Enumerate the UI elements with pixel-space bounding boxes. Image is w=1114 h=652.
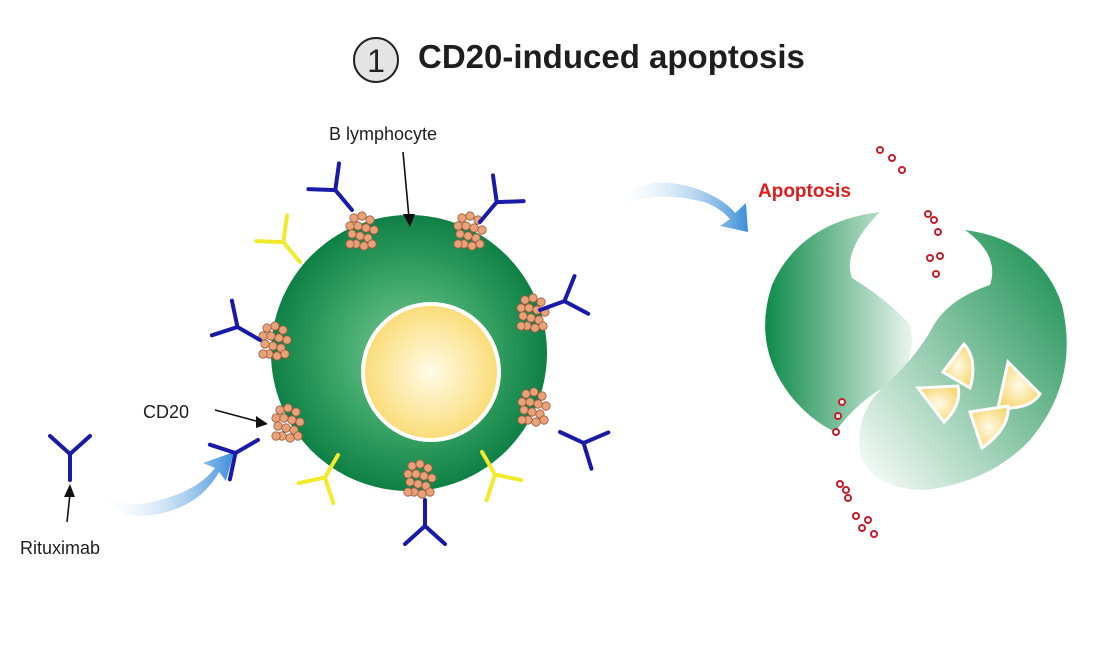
debris-particle — [870, 530, 878, 538]
other-antibody — [254, 213, 302, 264]
cd20-label: CD20 — [143, 402, 189, 422]
cd20-cluster — [258, 321, 292, 361]
cd20-pointer-head — [256, 416, 268, 428]
apoptotic-cell — [765, 212, 1067, 490]
debris-particle — [852, 512, 860, 520]
apoptosis-label: Apoptosis — [758, 181, 851, 202]
cd20-cluster — [517, 387, 551, 427]
rituximab-antibody — [209, 298, 262, 342]
rituximab-antibody — [306, 161, 354, 212]
b-lymphocyte-label: B lymphocyte — [329, 124, 437, 144]
debris-particle — [836, 480, 844, 488]
step-number-circle — [353, 37, 399, 83]
debris-particle — [832, 428, 840, 436]
nuclear-fragments — [915, 341, 1042, 451]
debris-particle — [834, 412, 842, 420]
b-lymphocyte-pointer-head — [403, 214, 415, 227]
debris-particle — [930, 216, 938, 224]
antibodies — [48, 161, 611, 546]
page-title: CD20-induced apoptosis — [418, 38, 805, 75]
rituximab-antibody — [403, 498, 447, 546]
step-number: 1 — [367, 43, 385, 79]
rituximab-pointer-head — [64, 484, 75, 497]
debris-particle — [842, 486, 850, 494]
binding-arrow — [96, 452, 234, 516]
cd20-cluster — [453, 211, 487, 251]
cd20-cluster — [516, 293, 550, 333]
apoptotic-debris — [832, 146, 944, 538]
cd20-pointer — [214, 409, 261, 423]
debris-particle — [936, 252, 944, 260]
cd20-cluster — [271, 403, 305, 443]
cd20-cluster — [403, 459, 437, 499]
rituximab-antibody — [538, 274, 591, 316]
b-lymphocyte-annotation: B lymphocyte — [329, 124, 437, 227]
debris-particle — [934, 228, 942, 236]
cell-nucleus — [361, 302, 501, 442]
other-antibody — [296, 453, 340, 506]
debris-particle — [898, 166, 906, 174]
rituximab-antibody — [48, 434, 92, 482]
debris-particle — [864, 516, 872, 524]
debris-particle — [838, 398, 846, 406]
debris-particle — [858, 524, 866, 532]
apoptotic-cell-left-fragment — [765, 212, 912, 432]
cd20-annotation: CD20 — [143, 402, 268, 428]
rituximab-annotation: Rituximab — [20, 484, 100, 558]
rituximab-antibody — [207, 438, 260, 482]
debris-particle — [876, 146, 884, 154]
debris-particle — [888, 154, 896, 162]
b-lymphocyte-cell — [271, 215, 547, 491]
debris-particle — [924, 210, 932, 218]
rituximab-antibody — [558, 430, 611, 471]
apoptosis-arrow — [612, 182, 748, 232]
other-antibody — [480, 450, 524, 503]
rituximab-pointer — [66, 493, 71, 523]
b-lymphocyte-pointer — [402, 151, 410, 219]
cd20-clusters — [258, 211, 551, 499]
cd20-cluster — [345, 211, 379, 251]
figure-title: 1 CD20-induced apoptosis — [353, 37, 805, 83]
debris-particle — [844, 494, 852, 502]
debris-particle — [932, 270, 940, 278]
rituximab-antibody — [478, 173, 526, 224]
rituximab-label: Rituximab — [20, 538, 100, 558]
debris-particle — [926, 254, 934, 262]
